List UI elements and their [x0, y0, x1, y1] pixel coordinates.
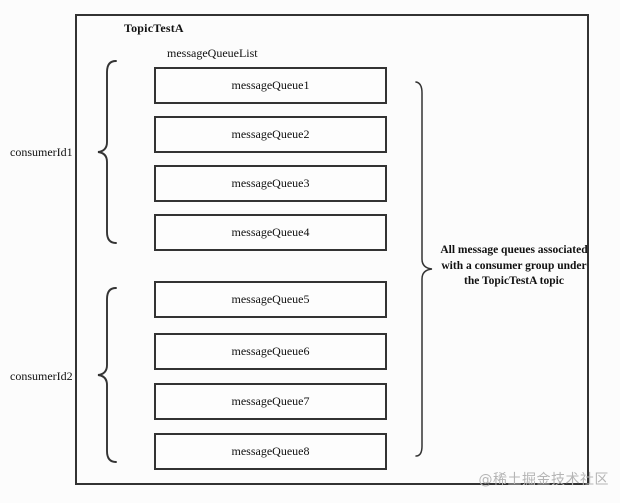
annotation-brace-icon [415, 81, 433, 457]
topic-container-box [75, 14, 589, 485]
queue-box-7: messageQueue7 [154, 383, 387, 420]
queue-box-3: messageQueue3 [154, 165, 387, 202]
queue-box-5: messageQueue5 [154, 281, 387, 318]
queue-box-1: messageQueue1 [154, 67, 387, 104]
queue-box-8: messageQueue8 [154, 433, 387, 470]
annotation-line-2: with a consumer group under [441, 259, 587, 272]
annotation-line-3: the TopicTestA topic [464, 275, 564, 287]
consumer1-label: consumerId1 [10, 145, 73, 159]
consumer1-brace-icon [97, 60, 117, 244]
annotation-line-1: All message queues associated [440, 244, 588, 256]
annotation-text: All message queues associated with a con… [424, 243, 604, 290]
queue-box-6: messageQueue6 [154, 333, 387, 370]
consumer2-brace-icon [97, 287, 117, 463]
queue-box-2: messageQueue2 [154, 116, 387, 153]
consumer2-label: consumerId2 [10, 369, 73, 383]
topic-label: TopicTestA [124, 21, 184, 35]
watermark-text: @稀土掘金技术社区 [478, 472, 609, 488]
queue-box-4: messageQueue4 [154, 214, 387, 251]
queue-list-label: messageQueueList [167, 46, 258, 60]
